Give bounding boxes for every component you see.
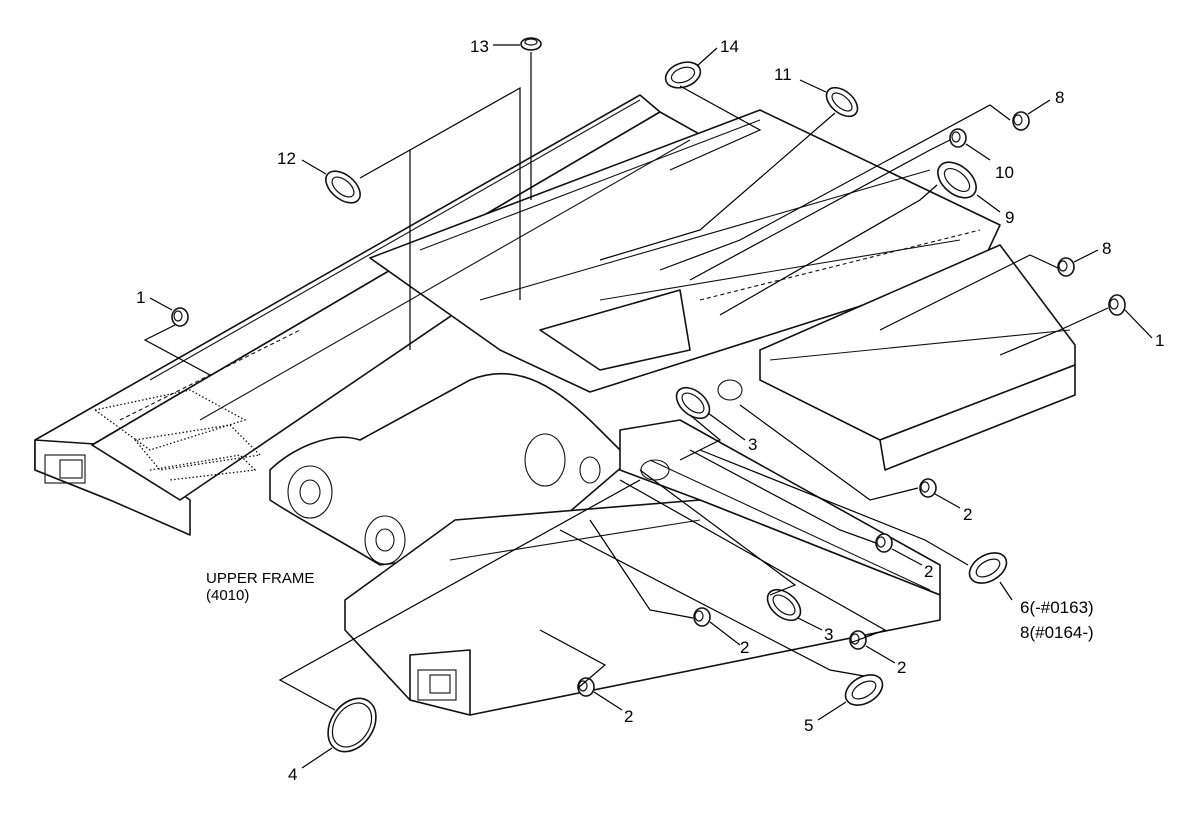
callout-3-lower: 3 <box>824 625 833 644</box>
callout-2-a: 2 <box>963 505 972 524</box>
callout-12: 12 <box>277 149 296 168</box>
part-11-grommet <box>825 86 859 118</box>
callout-8-right: 8 <box>1102 239 1111 258</box>
part-4-cover <box>327 697 377 753</box>
part-5-grommet <box>844 674 884 706</box>
part-3-grommet-upper <box>675 386 711 420</box>
leader-lines <box>143 44 1153 769</box>
callout-3-upper: 3 <box>748 435 757 454</box>
part-1-plug-right <box>1108 294 1126 316</box>
frame-label-code: (4010) <box>206 587 249 604</box>
frame-label: UPPER FRAME (4010) <box>206 570 314 604</box>
part-3-grommet-lower <box>766 588 802 622</box>
callout-1-right: 1 <box>1155 331 1164 350</box>
part-10-plug <box>949 128 967 148</box>
part-14-grommet <box>664 61 702 89</box>
callout-2-d: 2 <box>897 658 906 677</box>
frame-label-name: UPPER FRAME <box>206 570 314 587</box>
callout-8-top: 8 <box>1055 88 1064 107</box>
callout-1-left: 1 <box>136 288 145 307</box>
part-8-plug-right <box>1057 257 1075 277</box>
callout-6: 6(-#0163) <box>1020 598 1094 617</box>
callout-8-serial: 8(#0164-) <box>1020 623 1094 642</box>
callout-11: 11 <box>774 65 792 84</box>
callout-13: 13 <box>470 37 489 56</box>
callout-4: 4 <box>288 765 297 784</box>
part-2-plug-c <box>693 607 711 627</box>
callout-5: 5 <box>804 716 813 735</box>
part-13-cap <box>520 37 542 51</box>
part-2-plug-a <box>919 478 937 498</box>
callout-labels: 13 14 11 8 10 9 8 12 1 1 3 2 2 6(-#0163)… <box>136 37 1164 784</box>
callout-2-e: 2 <box>624 707 633 726</box>
part-12-grommet <box>325 170 361 204</box>
part-2-plug-e <box>577 677 595 697</box>
upper-frame-body <box>34 94 1076 716</box>
part-6-grommet <box>968 552 1008 584</box>
callout-9: 9 <box>1005 208 1014 227</box>
part-9-grommet <box>937 161 977 199</box>
callout-14: 14 <box>720 37 739 56</box>
part-1-plug-left <box>171 307 189 327</box>
callout-2-c: 2 <box>740 638 749 657</box>
callout-10: 10 <box>995 163 1014 182</box>
callout-2-b: 2 <box>924 562 933 581</box>
part-8-plug-top <box>1012 111 1030 131</box>
part-2-plug-b <box>875 533 893 553</box>
